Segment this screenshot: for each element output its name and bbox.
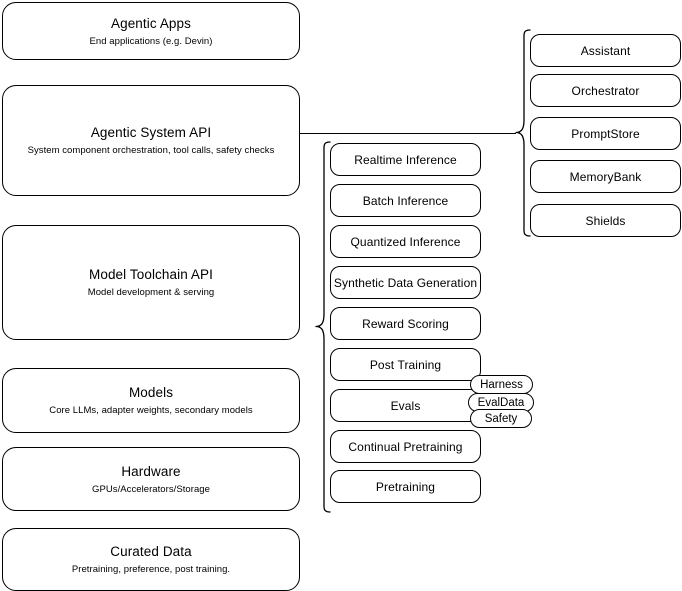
layer-subtitle: Pretraining, preference, post training. [71,564,231,575]
layer-subtitle: System component orchestration, tool cal… [27,145,275,156]
agentic-system-item-label: Orchestrator [571,83,640,98]
evals-chip-label: EvalData [477,396,525,409]
toolchain-item-label: Continual Pretraining [348,439,463,454]
evals-chip-harness[interactable]: Harness [470,375,533,394]
layer-box-agentic-system-api[interactable]: Agentic System API System component orch… [2,85,300,196]
toolchain-item-label: Synthetic Data Generation [333,275,478,290]
toolchain-item-quantized-inference[interactable]: Quantized Inference [330,225,481,258]
toolchain-item-synthetic-data-generation[interactable]: Synthetic Data Generation [330,266,481,299]
toolchain-item-post-training[interactable]: Post Training [330,348,481,381]
agentic-system-item-label: PromptStore [571,126,640,141]
layer-subtitle: End applications (e.g. Devin) [89,35,213,47]
layer-box-agentic-apps[interactable]: Agentic Apps End applications (e.g. Devi… [2,2,300,60]
agentic-system-item-shields[interactable]: Shields [530,204,681,237]
toolchain-item-pretraining[interactable]: Pretraining [330,470,481,503]
layer-box-models[interactable]: Models Core LLMs, adapter weights, secon… [2,368,300,433]
layer-title: Models [128,385,174,400]
toolchain-item-reward-scoring[interactable]: Reward Scoring [330,307,481,340]
toolchain-item-label: Reward Scoring [362,316,449,331]
evals-chip-label: Harness [480,378,523,391]
brace-model-toolchain-capabilities [315,141,331,513]
layer-box-curated-data[interactable]: Curated Data Pretraining, preference, po… [2,528,300,591]
toolchain-item-label: Batch Inference [362,193,449,208]
toolchain-item-continual-pretraining[interactable]: Continual Pretraining [330,430,481,463]
layer-title: Agentic Apps [110,15,191,31]
evals-chip-safety[interactable]: Safety [470,409,532,428]
toolchain-item-label: Post Training [369,357,442,372]
agentic-system-item-orchestrator[interactable]: Orchestrator [530,74,681,107]
layer-title: Curated Data [110,544,192,559]
layer-title: Hardware [121,463,181,479]
toolchain-item-label: Quantized Inference [350,234,461,249]
agentic-system-item-label: Shields [585,213,626,228]
evals-chip-label: Safety [484,412,518,425]
layer-box-model-toolchain-api[interactable]: Model Toolchain API Model development & … [2,225,300,340]
layer-box-hardware[interactable]: Hardware GPUs/Accelerators/Storage [2,447,300,511]
agentic-system-item-memorybank[interactable]: MemoryBank [530,160,681,193]
agentic-system-item-promptstore[interactable]: PromptStore [530,117,681,150]
toolchain-item-realtime-inference[interactable]: Realtime Inference [330,143,481,176]
brace-agentic-system-components [515,29,531,237]
layer-subtitle: GPUs/Accelerators/Storage [92,483,210,495]
agentic-system-item-label: Assistant [580,43,631,58]
connector-agentic-system-to-components [300,132,516,134]
toolchain-item-label: Evals [390,398,421,413]
layer-subtitle: Core LLMs, adapter weights, secondary mo… [49,405,253,416]
layer-title: Agentic System API [90,125,212,140]
agentic-system-item-assistant[interactable]: Assistant [530,34,681,67]
toolchain-item-batch-inference[interactable]: Batch Inference [330,184,481,217]
layer-title: Model Toolchain API [89,267,213,282]
toolchain-item-label: Pretraining [375,479,436,494]
toolchain-item-evals[interactable]: Evals [330,389,481,422]
toolchain-item-label: Realtime Inference [354,152,457,167]
agentic-system-item-label: MemoryBank [569,169,642,184]
layer-subtitle: Model development & serving [87,287,215,298]
